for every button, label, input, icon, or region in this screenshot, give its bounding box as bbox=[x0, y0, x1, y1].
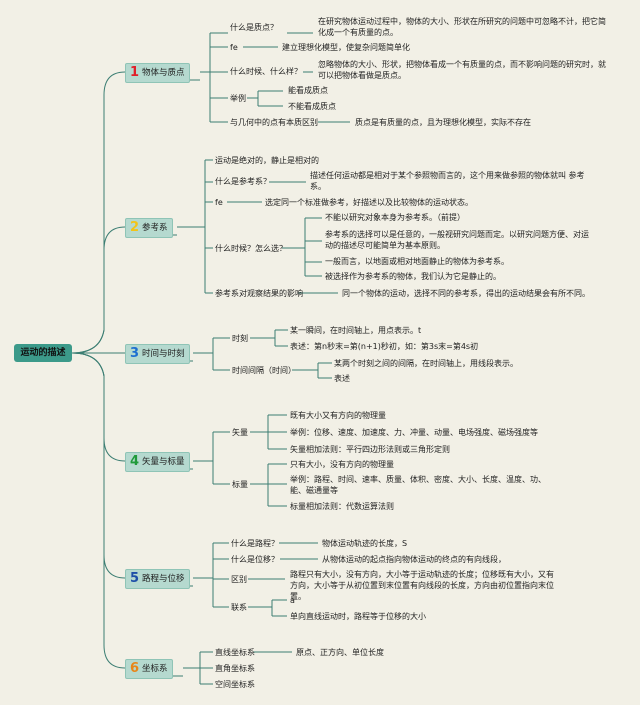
t3-label[interactable]: 时刻 bbox=[232, 334, 248, 343]
t2-answer: 描述任何运动都是相对于某个参照物而言的，这个用来做参照的物体就叫 参考系。 bbox=[310, 171, 585, 191]
t6-label[interactable]: 空间坐标系 bbox=[215, 680, 255, 689]
t5-item: a bbox=[290, 596, 295, 605]
t1-detail: 建立理想化模型，使复杂问题简单化 bbox=[282, 43, 410, 52]
t2-label[interactable]: fe bbox=[215, 198, 223, 207]
t1-answer: 忽略物体的大小、形状，把物体看成一个有质量的点，而不影响问题的研究时，就可以把物… bbox=[318, 60, 606, 80]
t5-answer: 从物体运动的起点指向物体运动的终点的有向线段， bbox=[322, 555, 506, 564]
topic-label: 时间与时刻 bbox=[142, 349, 185, 359]
t4-item: 矢量相加法则：平行四边形法则或三角形定则 bbox=[290, 445, 450, 454]
t3-label[interactable]: 时间间隔（时间） bbox=[232, 366, 296, 375]
t1-label[interactable]: fe bbox=[230, 43, 238, 52]
t4-item: 标量相加法则：代数运算法则 bbox=[290, 502, 394, 511]
t5-question[interactable]: 什么是位移？ bbox=[231, 555, 279, 564]
t1-question[interactable]: 什么是质点？ bbox=[230, 23, 278, 32]
t4-item: 举例：位移、速度、加速度、力、冲量、动量、电场强度、磁场强度等 bbox=[290, 428, 538, 437]
t2-question[interactable]: 什么是参考系？ bbox=[215, 177, 271, 186]
topic-number: 5 bbox=[130, 571, 140, 586]
t5-label[interactable]: 联系 bbox=[231, 603, 247, 612]
t1-example-item: 能看成质点 bbox=[288, 86, 328, 95]
t4-label[interactable]: 矢量 bbox=[232, 428, 248, 437]
topic-number: 4 bbox=[130, 454, 140, 469]
t2-detail: 选定同一个标准做参考，好描述以及比较物体的运动状态。 bbox=[265, 198, 473, 207]
t6-label[interactable]: 直线坐标系 bbox=[215, 648, 255, 657]
t5-question[interactable]: 什么是路程？ bbox=[231, 539, 279, 548]
t2-detail: 同一个物体的运动，选择不同的参考系，得出的运动结果会有所不同。 bbox=[342, 289, 590, 298]
t4-item: 只有大小，没有方向的物理量 bbox=[290, 460, 394, 469]
t1-question[interactable]: 什么时候、什么样？ bbox=[230, 67, 302, 76]
topic-label: 参考系 bbox=[142, 223, 168, 233]
topic-label: 路程与位移 bbox=[142, 574, 185, 584]
topic-label: 坐标系 bbox=[142, 664, 168, 674]
t3-item: 表述：第n秒末=第(n+1)秒初，如：第3s末=第4s初 bbox=[290, 342, 479, 351]
t5-item: 单向直线运动时，路程等于位移的大小 bbox=[290, 612, 426, 621]
t1-label[interactable]: 与几何中的点有本质区别 bbox=[230, 118, 318, 127]
t4-item: 举例：路程、时间、速率、质量、体积、密度、大小、长度、温度、功、能、磁通量等 bbox=[290, 475, 546, 495]
t6-detail: 原点、正方向、单位长度 bbox=[296, 648, 384, 657]
t4-item: 既有大小又有方向的物理量 bbox=[290, 411, 386, 420]
t4-label[interactable]: 标量 bbox=[232, 480, 248, 489]
root-node[interactable]: 运动的描述 bbox=[14, 344, 72, 362]
t2-rule: 参考系的选择可以是任意的，一般视研究问题而定。以研究问题方便、对运动的描述尽可能… bbox=[325, 230, 589, 250]
t3-item: 某两个时刻之间的间隔，在时间轴上，用线段表示。 bbox=[334, 359, 518, 368]
t6-label[interactable]: 直角坐标系 bbox=[215, 664, 255, 673]
topic-number: 3 bbox=[130, 346, 140, 361]
t2-rule: 一般而言，以地面或相对地面静止的物体为参考系。 bbox=[325, 257, 509, 266]
t5-detail: 路程只有大小，没有方向，大小等于运动轨迹的长度；位移既有大小，又有方向，大小等于… bbox=[290, 570, 554, 601]
t1-example-item: 不能看成质点 bbox=[288, 102, 336, 111]
topic-number: 6 bbox=[130, 661, 140, 676]
t2-rule: 不能以研究对象本身为参考系。（前提） bbox=[325, 213, 465, 222]
t1-example[interactable]: 举例 bbox=[230, 94, 246, 103]
t2-label[interactable]: 参考系对观察结果的影响 bbox=[215, 289, 303, 298]
topic-label: 矢量与标量 bbox=[142, 457, 185, 467]
t5-answer: 物体运动轨迹的长度，S bbox=[322, 539, 408, 548]
t2-rule: 被选择作为参考系的物体，我们认为它是静止的。 bbox=[325, 272, 501, 281]
t2-statement[interactable]: 运动是绝对的，静止是相对的 bbox=[215, 156, 319, 165]
t5-label[interactable]: 区别 bbox=[231, 575, 247, 584]
topic-number: 2 bbox=[130, 220, 140, 235]
topic-number: 1 bbox=[130, 65, 140, 80]
t1-answer: 在研究物体运动过程中，物体的大小、形状在所研究的问题中可忽略不计，把它简化成一个… bbox=[318, 17, 606, 37]
t3-item: 某一瞬间，在时间轴上，用点表示。t bbox=[290, 326, 422, 335]
t3-item: 表述 bbox=[334, 374, 350, 383]
t1-detail: 质点是有质量的点，且为理想化模型，实际不存在 bbox=[355, 118, 531, 127]
t2-question[interactable]: 什么时候？怎么选？ bbox=[215, 244, 287, 253]
topic-label: 物体与质点 bbox=[142, 68, 185, 78]
